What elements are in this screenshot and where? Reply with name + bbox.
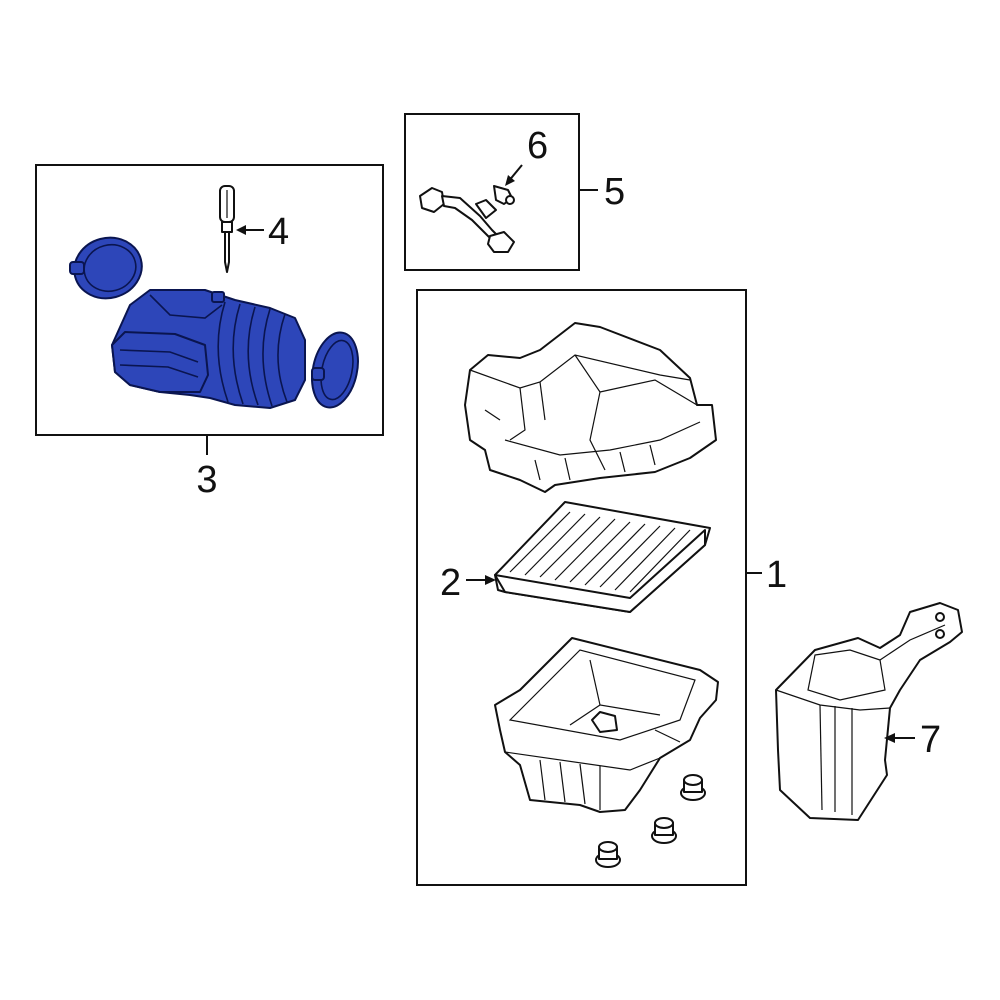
grommet-2[interactable] <box>651 817 677 844</box>
sensor-part-4[interactable] <box>219 185 235 273</box>
group-box-5 <box>404 113 580 271</box>
air-cleaner-housing[interactable] <box>494 637 719 813</box>
group-box-1 <box>416 289 747 886</box>
callout-7[interactable]: 7 <box>920 719 941 761</box>
callout-6[interactable]: 6 <box>527 125 548 167</box>
group-box-3 <box>35 164 384 436</box>
callout-1[interactable]: 1 <box>766 554 787 596</box>
arrow-4 <box>236 225 246 235</box>
arrow-2 <box>485 575 496 585</box>
air-filter-part-2[interactable] <box>494 501 711 613</box>
clip-part-6[interactable] <box>493 185 515 205</box>
air-duct-part-7[interactable] <box>775 602 963 821</box>
grommet-3[interactable] <box>595 841 621 868</box>
arrow-7 <box>884 733 895 743</box>
grommet-1[interactable] <box>680 774 706 801</box>
intake-hose-highlighted[interactable] <box>67 230 364 412</box>
air-cleaner-cover[interactable] <box>464 322 717 493</box>
callout-2[interactable]: 2 <box>440 562 461 604</box>
arrow-6 <box>505 175 515 186</box>
hose-part-5[interactable] <box>419 187 515 253</box>
callout-3[interactable]: 3 <box>196 459 217 501</box>
callout-4[interactable]: 4 <box>268 211 289 253</box>
callout-5[interactable]: 5 <box>604 171 625 213</box>
